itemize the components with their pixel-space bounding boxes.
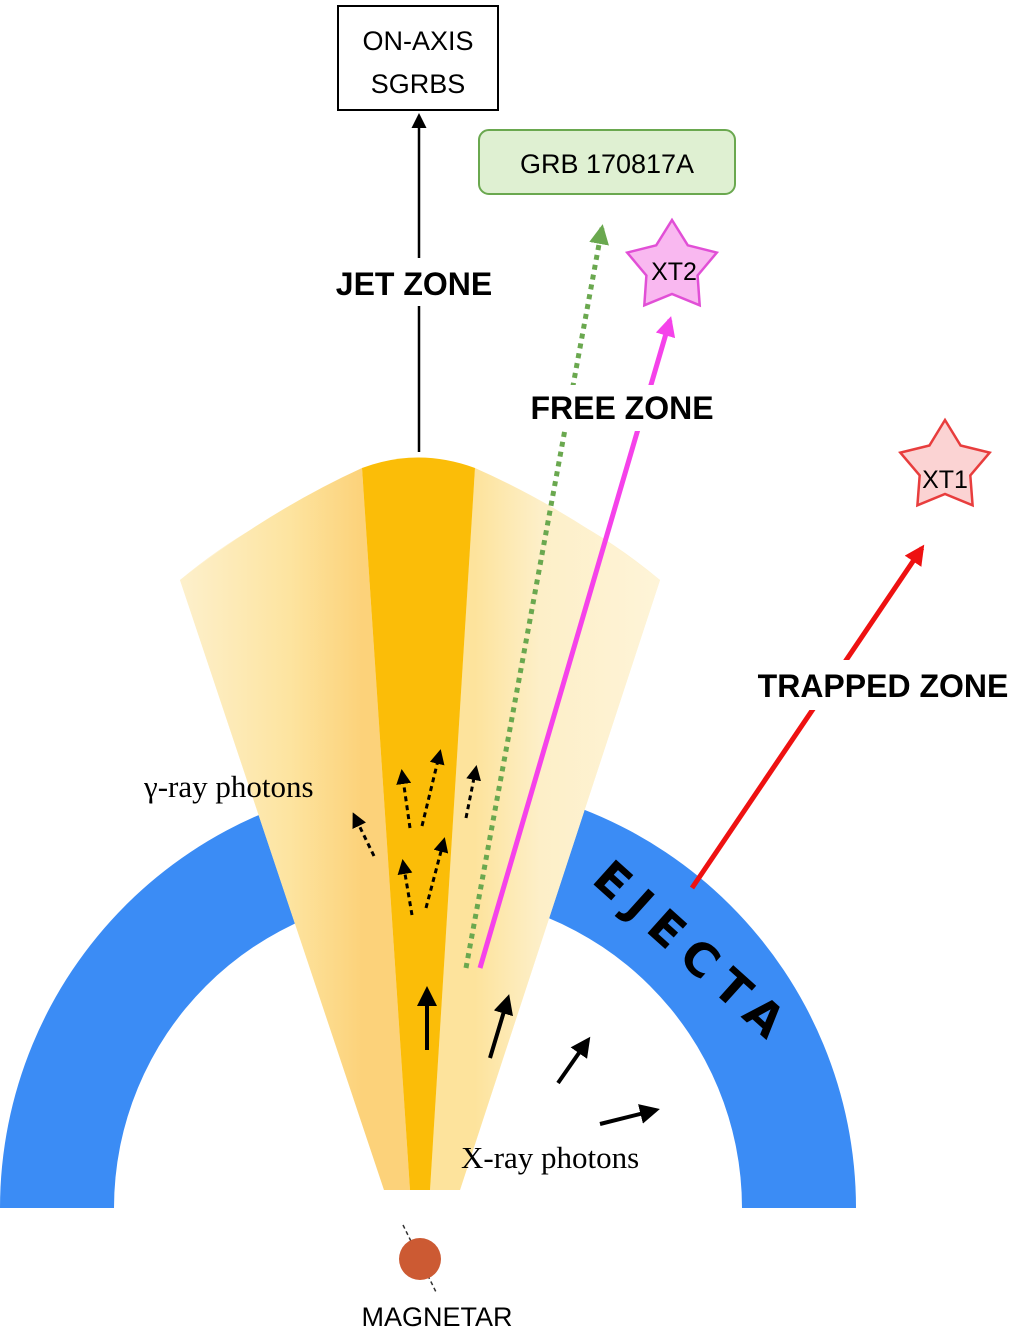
jet-core: [362, 457, 475, 1190]
trapped-zone-label: TRAPPED ZONE: [758, 668, 1009, 704]
gamma-photon-arrow: [420, 749, 445, 827]
jet-left-shade: [180, 468, 410, 1190]
free-zone-bg: [526, 385, 720, 431]
free-zone-label: FREE ZONE: [530, 390, 713, 426]
xt1-line: [689, 544, 925, 890]
grb-label: GRB 170817A: [520, 149, 694, 179]
magnetar-label: MAGNETAR: [361, 1302, 512, 1332]
jet-cone: [180, 457, 660, 1190]
on-axis-label-line2: SGRBS: [371, 69, 466, 99]
xray-photon-arrows: [417, 986, 660, 1126]
ejecta-ring: [0, 780, 856, 1208]
xray-photons-label: X-ray photons: [461, 1140, 639, 1175]
on-axis-label-line1: ON-AXIS: [362, 26, 473, 56]
gamma-photon-arrow: [424, 837, 449, 909]
xray-photon-arrow: [599, 1104, 660, 1126]
xt1-label: XT1: [922, 466, 968, 494]
gamma-photon-arrow: [396, 769, 412, 829]
jet-right-shade: [430, 468, 660, 1190]
magnetar-icon: [399, 1238, 441, 1280]
xray-photon-arrow: [488, 994, 513, 1059]
xt2-label: XT2: [651, 258, 697, 286]
jet-zone-label: JET ZONE: [336, 266, 492, 302]
gamma-photon-arrows: [352, 749, 482, 916]
on-axis-box: [337, 5, 499, 111]
xray-photon-arrow: [556, 1036, 591, 1085]
gamma-photon-arrow: [352, 812, 376, 857]
xt2-star: [624, 217, 720, 308]
jet-zone-bg: [330, 258, 500, 306]
xt1-star: [898, 417, 992, 508]
grb-box: [478, 129, 736, 195]
gamma-photons-label: γ-ray photons: [143, 769, 314, 804]
trapped-zone-bg: [748, 660, 1020, 710]
